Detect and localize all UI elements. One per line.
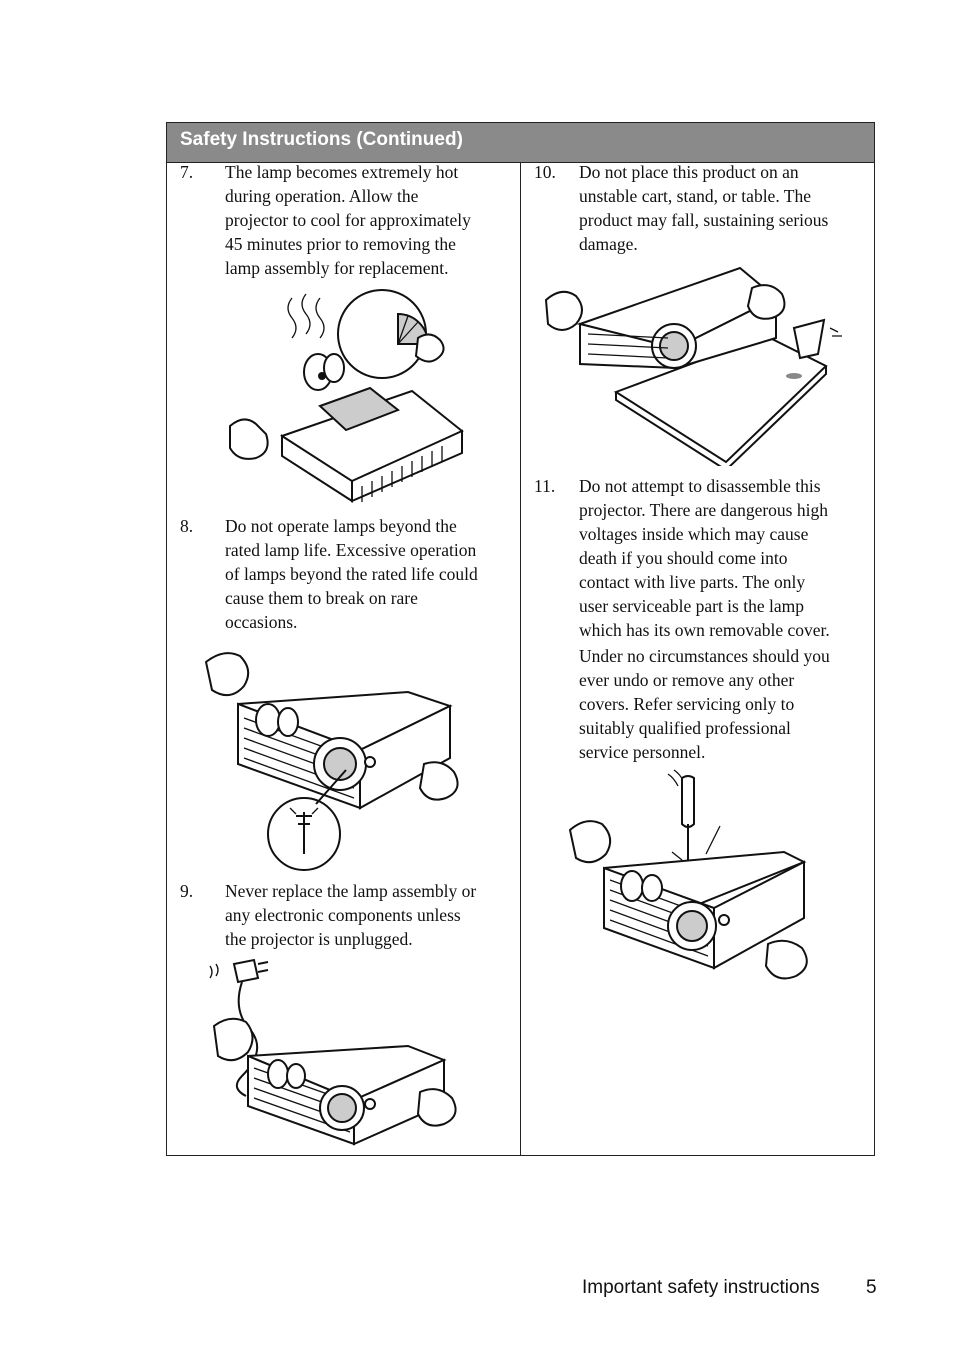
item-number: 8. [180, 516, 194, 536]
unplugged-projector-icon [209, 958, 457, 1146]
text-line: Do not attempt to disassemble this [579, 476, 821, 496]
item-text: Do not place this product on an unstable… [579, 160, 828, 256]
item-text: The lamp becomes extremely hot during op… [225, 160, 471, 280]
item-text: Do not attempt to disassemble this proje… [579, 474, 830, 764]
item-number: 11. [534, 476, 556, 496]
text-line: suitably qualified professional [579, 718, 791, 738]
text-line: ever undo or remove any other [579, 670, 795, 690]
section-title: Safety Instructions (Continued) [180, 129, 463, 150]
text-line: service personnel. [579, 742, 706, 762]
text-line: unstable cart, stand, or table. The [579, 186, 811, 206]
item-number: 10. [534, 162, 556, 182]
text-line: projector to cool for approximately [225, 210, 471, 230]
text-line: voltages inside which may cause [579, 524, 809, 544]
text-line: of lamps beyond the rated life could [225, 564, 478, 584]
text-line: user serviceable part is the lamp [579, 596, 804, 616]
text-line: during operation. Allow the [225, 186, 419, 206]
falling-projector-icon [544, 266, 842, 466]
text-line: Do not place this product on an [579, 162, 799, 182]
item-number: 9. [180, 881, 194, 901]
text-line: Never replace the lamp assembly or [225, 881, 477, 901]
text-line: The lamp becomes extremely hot [225, 162, 459, 182]
text-line: Do not operate lamps beyond the [225, 516, 457, 536]
text-line: product may fall, sustaining serious [579, 210, 829, 230]
text-line: the projector is unplugged. [225, 929, 413, 949]
item-text: Do not operate lamps beyond the rated la… [225, 514, 478, 634]
hot-projector-icon [229, 289, 464, 503]
page-number: 5 [866, 1277, 877, 1298]
text-line: Under no circumstances should you [579, 646, 830, 666]
text-line: rated lamp life. Excessive operation [225, 540, 477, 560]
text-line: lamp assembly for replacement. [225, 258, 449, 278]
text-line: which has its own removable cover. [579, 620, 830, 640]
text-line: covers. Refer servicing only to [579, 694, 795, 714]
item-number: 7. [180, 162, 194, 182]
text-line: any electronic components unless [225, 905, 461, 925]
text-line: 45 minutes prior to removing the [225, 234, 456, 254]
text-line: contact with live parts. The only [579, 572, 806, 592]
text-line: projector. There are dangerous high [579, 500, 828, 520]
column-divider [520, 163, 521, 1155]
screwdriver-projector-icon [568, 769, 808, 980]
section-header: Safety Instructions (Continued) [167, 123, 874, 163]
text-line: damage. [579, 234, 638, 254]
text-line: cause them to break on rare [225, 588, 418, 608]
item-text: Never replace the lamp assembly or any e… [225, 879, 476, 951]
text-line: death if you should come into [579, 548, 788, 568]
footer-section-label: Important safety instructions [582, 1277, 820, 1298]
text-line: occasions. [225, 612, 298, 632]
broken-lamp-projector-icon [204, 652, 459, 871]
safety-instructions-box: Safety Instructions (Continued) [166, 122, 875, 1156]
